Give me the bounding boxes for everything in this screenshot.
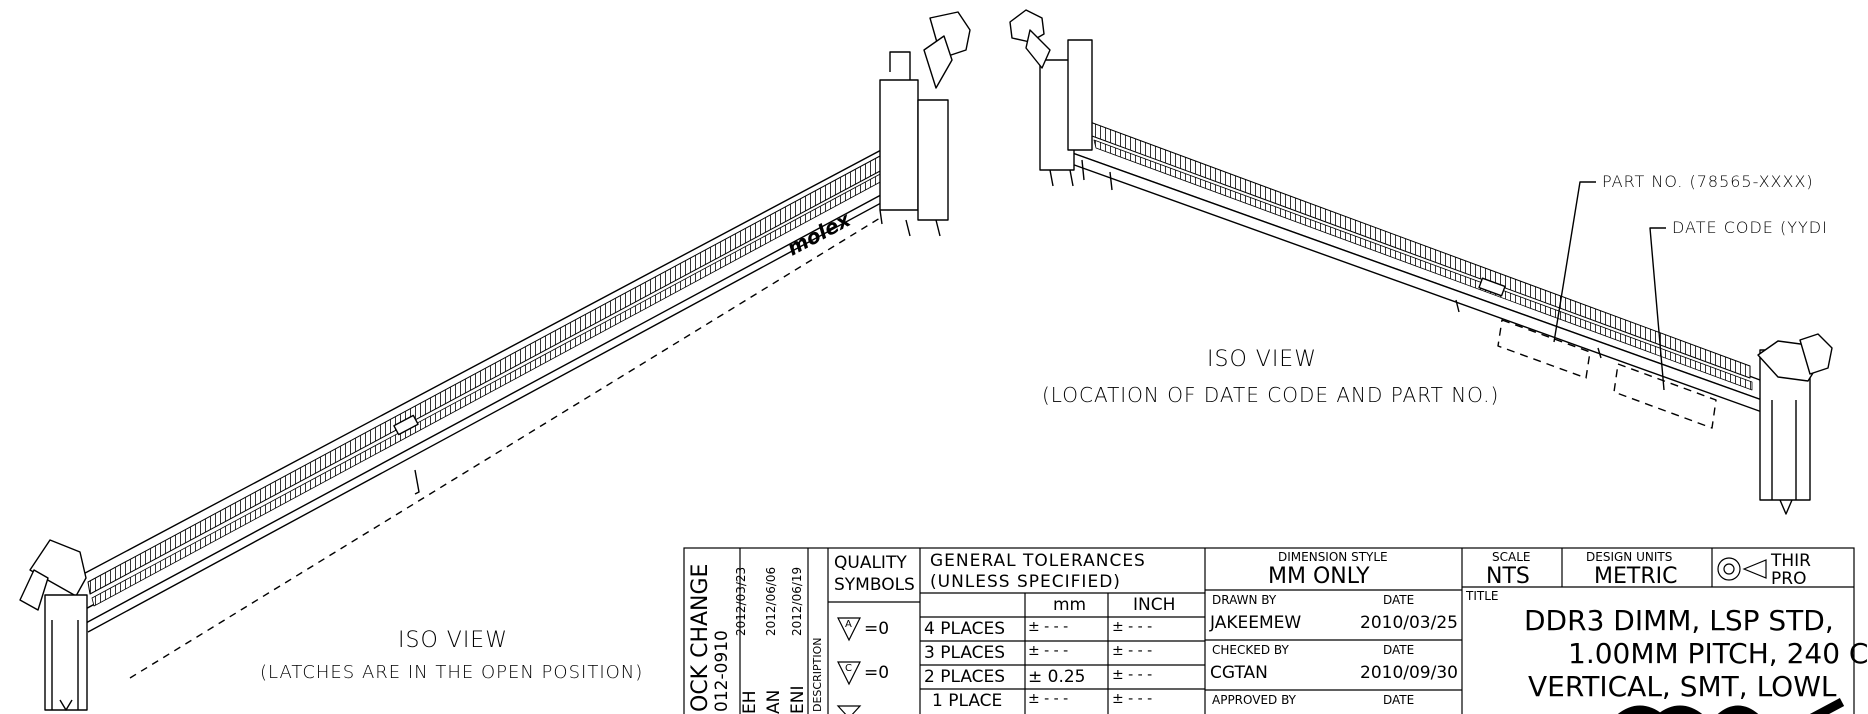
company-logo-fragment xyxy=(1617,698,1845,714)
quality-header-1: QUALITY xyxy=(834,553,907,573)
date-code-callout: DATE CODE (YYDI xyxy=(1672,218,1828,237)
revision-change-label: OCK CHANGE xyxy=(688,563,713,712)
quality-symbol-a-value: =0 xyxy=(864,619,890,639)
scale-label: SCALE xyxy=(1492,550,1531,564)
title-label: TITLE xyxy=(1466,589,1499,603)
revision-date-1: 2012/03/23 xyxy=(734,566,748,636)
tolerance-row-mm: ± - - - xyxy=(1028,643,1069,659)
revision-initial-1: EH xyxy=(740,690,760,714)
left-latch xyxy=(19,539,88,711)
contact-row-upper-right xyxy=(1089,121,1751,379)
contact-row-lower-right xyxy=(1093,139,1753,391)
drawn-date-label: DATE xyxy=(1383,593,1415,607)
tolerance-row-places: 2 PLACES xyxy=(924,667,1006,687)
title-block-grid xyxy=(683,547,1855,714)
right-latch xyxy=(879,11,971,237)
left-iso-subtitle: (LATCHES ARE IN THE OPEN POSITION) xyxy=(260,662,644,683)
tolerance-row-places: 4 PLACES xyxy=(924,619,1006,639)
projection-line-2: PRO xyxy=(1771,569,1807,589)
right-iso-title: ISO VIEW xyxy=(1207,347,1317,372)
dimension-style-label: DIMENSION STYLE xyxy=(1278,550,1388,564)
dimension-style-value: MM ONLY xyxy=(1268,564,1370,589)
tolerance-row-inch: ± - - - xyxy=(1112,667,1153,683)
title-line-2: 1.00MM PITCH, 240 C xyxy=(1568,637,1868,670)
tolerance-row-mm: ± - - - xyxy=(1028,619,1069,635)
tolerance-row-mm: ± - - - xyxy=(1028,691,1069,707)
checked-date-label: DATE xyxy=(1383,643,1415,657)
right-connector-latch-right xyxy=(1757,333,1833,515)
right-connector xyxy=(1009,9,1833,515)
part-no-area xyxy=(1497,319,1591,379)
tolerance-row-places: 3 PLACES xyxy=(924,643,1006,663)
contact-row-upper xyxy=(87,155,883,595)
tolerances-col-mm: mm xyxy=(1053,595,1087,615)
design-units-value: METRIC xyxy=(1594,564,1678,589)
revision-initial-3: ENI xyxy=(788,685,808,714)
title-line-3: VERTICAL, SMT, LOWL xyxy=(1528,670,1837,703)
contact-row-lower xyxy=(91,171,885,607)
revision-date-3: 2012/06/19 xyxy=(790,566,804,636)
date-code-leader xyxy=(1649,227,1666,391)
tolerance-row-places: 1 PLACE xyxy=(932,691,1003,711)
checked-date-value: 2010/09/30 xyxy=(1360,663,1458,683)
quality-symbol-c-letter: C xyxy=(845,663,852,674)
part-no-leader xyxy=(1553,181,1596,343)
revision-ec-number: 012-0910 xyxy=(712,630,732,712)
quality-symbol-c-value: =0 xyxy=(864,663,890,683)
tolerance-row-inch: ± - - - xyxy=(1112,619,1153,635)
checked-by-label: CHECKED BY xyxy=(1212,643,1289,657)
date-code-area xyxy=(1613,363,1717,429)
left-iso-title: ISO VIEW xyxy=(398,628,508,653)
projection-line-1: THIR xyxy=(1771,551,1811,571)
title-line-1: DDR3 DIMM, LSP STD, xyxy=(1524,604,1834,637)
tolerances-header-2: (UNLESS SPECIFIED) xyxy=(930,572,1121,592)
revision-description-header: DESCRIPTION xyxy=(811,637,824,712)
drawn-by-value: JAKEEMEW xyxy=(1210,613,1302,633)
tolerances-col-inch: INCH xyxy=(1133,595,1176,615)
checked-by-value: CGTAN xyxy=(1210,663,1268,683)
tolerances-header-1: GENERAL TOLERANCES xyxy=(930,551,1146,571)
revision-initial-2: AN xyxy=(764,689,784,714)
right-iso-subtitle: (LOCATION OF DATE CODE AND PART NO.) xyxy=(1042,383,1500,407)
right-connector-latch-left xyxy=(1009,9,1093,187)
part-no-callout: PART NO. (78565-XXXX) xyxy=(1602,172,1814,191)
drawn-date-value: 2010/03/25 xyxy=(1360,613,1458,633)
drawn-by-label: DRAWN BY xyxy=(1212,593,1277,607)
scale-value: NTS xyxy=(1486,564,1530,589)
design-units-label: DESIGN UNITS xyxy=(1586,550,1673,564)
tolerance-row-inch: ± - - - xyxy=(1112,643,1153,659)
approved-by-label: APPROVED BY xyxy=(1212,693,1297,707)
tolerance-row-inch: ± - - - xyxy=(1112,691,1153,707)
left-connector: molex xyxy=(19,11,971,711)
assembly-drawing: molex xyxy=(19,9,1855,714)
tolerance-row-mm: ± 0.25 xyxy=(1028,667,1086,687)
revision-date-2: 2012/06/06 xyxy=(764,566,778,636)
approved-date-label: DATE xyxy=(1383,693,1415,707)
quality-header-2: SYMBOLS xyxy=(834,575,915,595)
quality-symbol-a-letter: A xyxy=(845,619,852,630)
